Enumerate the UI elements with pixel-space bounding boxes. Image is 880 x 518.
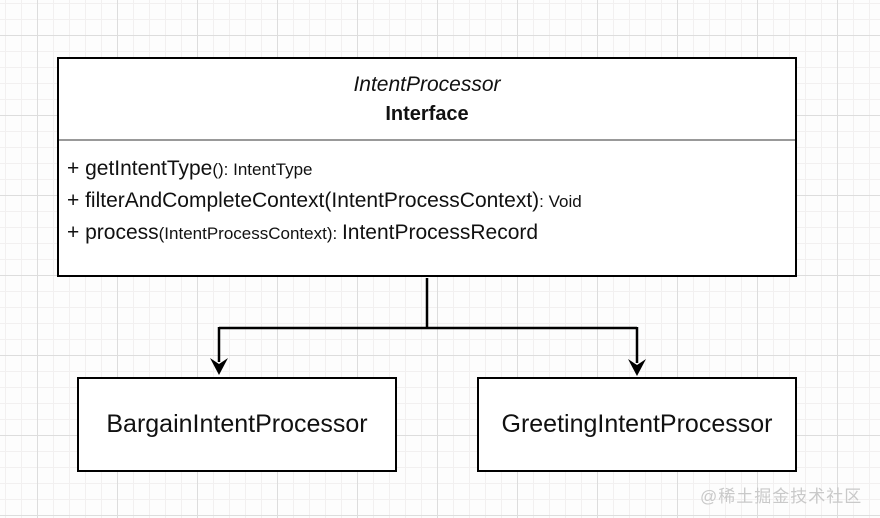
class-box-greetingintentprocessor: GreetingIntentProcessor (477, 377, 797, 472)
arrow-down-icon (210, 358, 228, 375)
watermark: @稀土掘金技术社区 (700, 487, 863, 506)
methods-list: + getIntentType(): IntentType + filterAnd… (59, 141, 795, 249)
method-line: + process(IntentProcessContext): IntentP… (67, 221, 539, 244)
class-box-bargainintentprocessor: BargainIntentProcessor (77, 377, 397, 472)
class-name: GreetingIntentProcessor (501, 410, 773, 438)
class-name: IntentProcessor (353, 73, 501, 96)
class-stereotype: Interface (385, 103, 469, 125)
class-name: BargainIntentProcessor (106, 410, 368, 438)
class-header: IntentProcessor Interface (59, 59, 795, 141)
class-box-intentprocessor: IntentProcessor Interface + getIntentTyp… (57, 57, 797, 277)
method-line: + filterAndCompleteContext(IntentProcess… (67, 189, 582, 212)
arrow-down-icon (628, 359, 646, 376)
method-line: + getIntentType(): IntentType (67, 157, 313, 180)
